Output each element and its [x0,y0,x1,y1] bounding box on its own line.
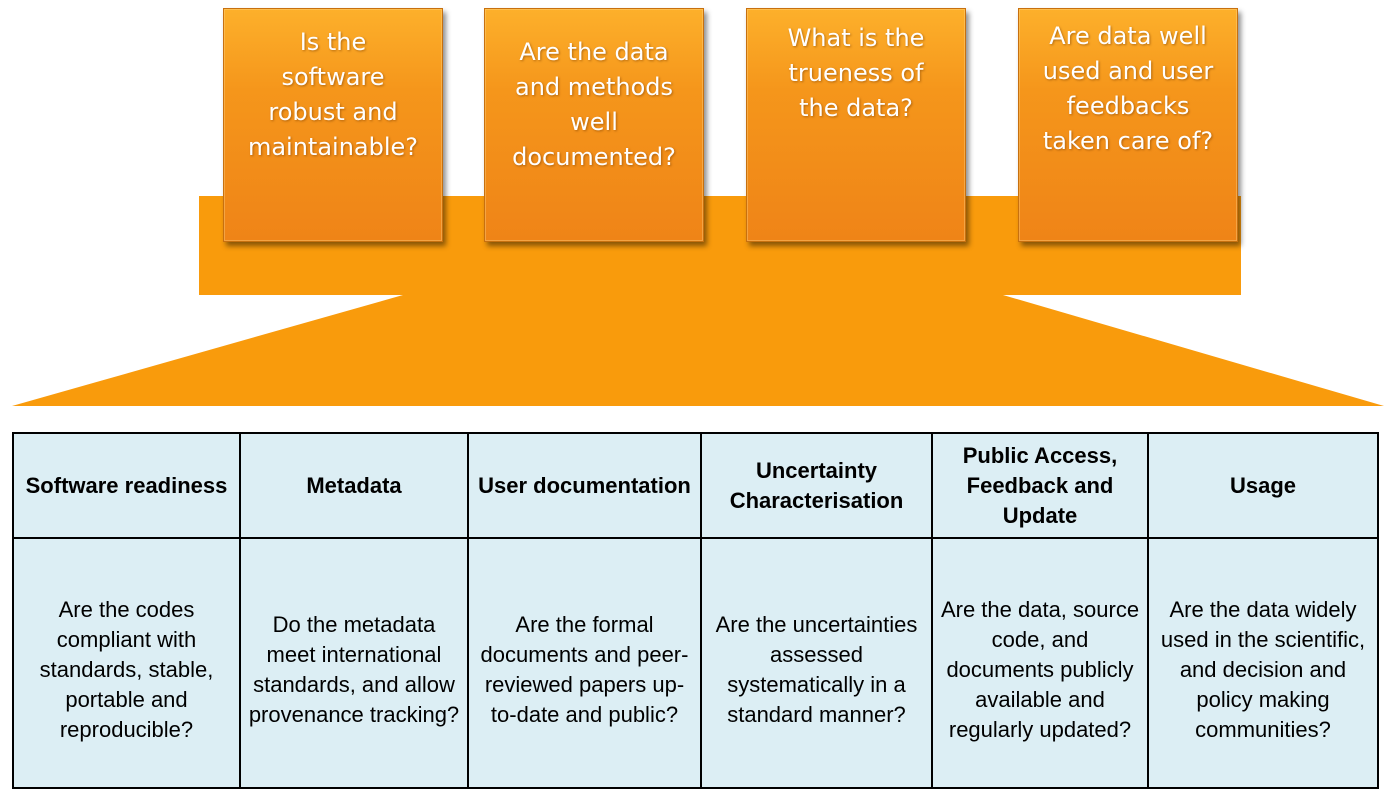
cell-usage: Are the data widely used in the scientif… [1147,537,1379,789]
criteria-header-row: Software readiness Metadata User documen… [12,432,1379,539]
header-software-readiness: Software readiness [12,432,241,539]
header-usage: Usage [1147,432,1379,539]
question-box-usage: Are data well used and user feedbacks ta… [1018,8,1238,242]
cell-software-readiness: Are the codes compliant with standards, … [12,537,241,789]
cell-user-documentation: Are the formal documents and peer-review… [467,537,702,789]
criteria-question-row: Are the codes compliant with standards, … [12,537,1379,789]
header-public-access: Public Access, Feedback and Update [931,432,1149,539]
funnel-trapezoid [12,295,1384,406]
question-box-documentation: Are the data and methods well documented… [484,8,704,242]
criteria-table: Software readiness Metadata User documen… [12,432,1379,789]
question-box-software: Is the software robust and maintainable? [223,8,443,242]
header-uncertainty-characterisation: Uncertainty Characterisation [700,432,933,539]
cell-uncertainty-characterisation: Are the uncertainties assessed systemati… [700,537,933,789]
header-metadata: Metadata [239,432,469,539]
header-user-documentation: User documentation [467,432,702,539]
cell-metadata: Do the metadata meet international stand… [239,537,469,789]
question-box-trueness: What is the trueness of the data? [746,8,966,242]
cell-public-access: Are the data, source code, and documents… [931,537,1149,789]
